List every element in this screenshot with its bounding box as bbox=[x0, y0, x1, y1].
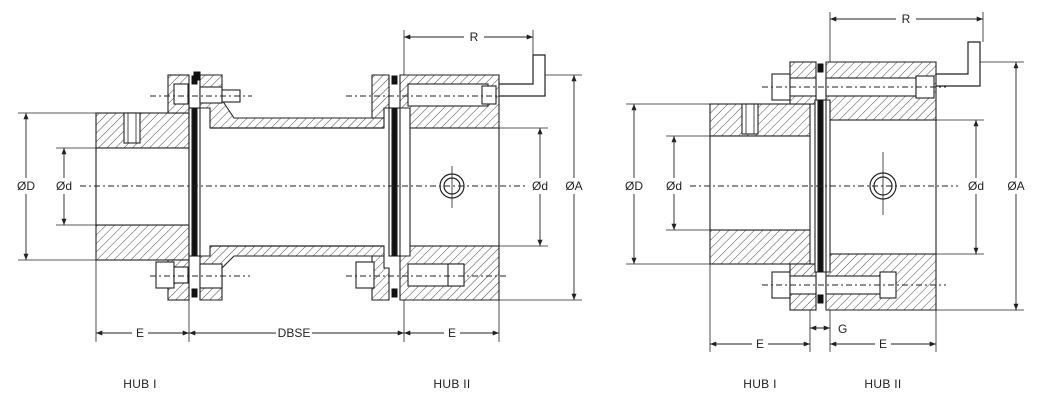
right-label-E-left: E bbox=[756, 337, 764, 351]
label-bg bbox=[562, 178, 588, 194]
right-hub1 bbox=[709, 61, 817, 311]
left-label-E-left: E bbox=[136, 326, 144, 340]
left-label-OA: ØA bbox=[565, 179, 582, 193]
label-bg bbox=[1004, 178, 1030, 194]
left-caption-hub2: HUB II bbox=[433, 377, 470, 391]
left-caption-hub1: HUB I bbox=[123, 377, 157, 391]
label-bg bbox=[14, 178, 40, 194]
left-key-bracket bbox=[499, 54, 546, 97]
label-bg bbox=[52, 178, 76, 194]
right-label-Od-right: Ød bbox=[968, 179, 984, 193]
right-disc-pack bbox=[814, 63, 827, 304]
left-disc-pack-2 bbox=[388, 75, 401, 298]
label-bg bbox=[444, 325, 460, 341]
right-label-R: R bbox=[902, 12, 911, 26]
left-disc-pack-1 bbox=[188, 75, 201, 298]
label-bg bbox=[875, 336, 891, 352]
right-label-E-right: E bbox=[879, 337, 887, 351]
label-bg bbox=[752, 336, 768, 352]
label-bg bbox=[964, 178, 988, 194]
label-bg bbox=[464, 29, 484, 45]
right-assembly: R ØD Ød Ød ØA G E E HUB I HUB II bbox=[621, 11, 1030, 391]
left-bolt-top bbox=[150, 71, 252, 105]
right-bolt-top bbox=[762, 73, 946, 101]
label-bg bbox=[132, 325, 148, 341]
left-label-OD: ØD bbox=[17, 179, 35, 193]
left-label-Od-left: Ød bbox=[56, 179, 72, 193]
left-bolt-bottom bbox=[150, 261, 250, 289]
left-label-DBSE: DBSE bbox=[278, 326, 311, 340]
left-hub1 bbox=[95, 74, 190, 301]
left-label-E-right: E bbox=[448, 326, 456, 340]
left-spacer bbox=[199, 74, 390, 301]
label-bg bbox=[662, 178, 686, 194]
left-hub2 bbox=[346, 74, 506, 301]
right-label-OD: ØD bbox=[625, 179, 643, 193]
label-bg bbox=[528, 178, 552, 194]
right-label-G: G bbox=[838, 322, 847, 336]
label-bg bbox=[276, 325, 312, 341]
left-label-Od-right: Ød bbox=[532, 179, 548, 193]
right-caption-hub1: HUB I bbox=[743, 377, 777, 391]
right-bolt-bottom bbox=[762, 271, 946, 299]
left-label-R: R bbox=[470, 30, 479, 44]
label-bg bbox=[896, 11, 916, 27]
left-assembly: R ØD Ød Ød ØA E DBSE E HUB I HUB II bbox=[14, 29, 588, 391]
label-bg bbox=[621, 178, 647, 194]
right-label-Od-left: Ød bbox=[666, 179, 682, 193]
right-caption-hub2: HUB II bbox=[864, 377, 901, 391]
right-label-OA: ØA bbox=[1007, 179, 1024, 193]
right-key-bracket bbox=[936, 41, 981, 87]
